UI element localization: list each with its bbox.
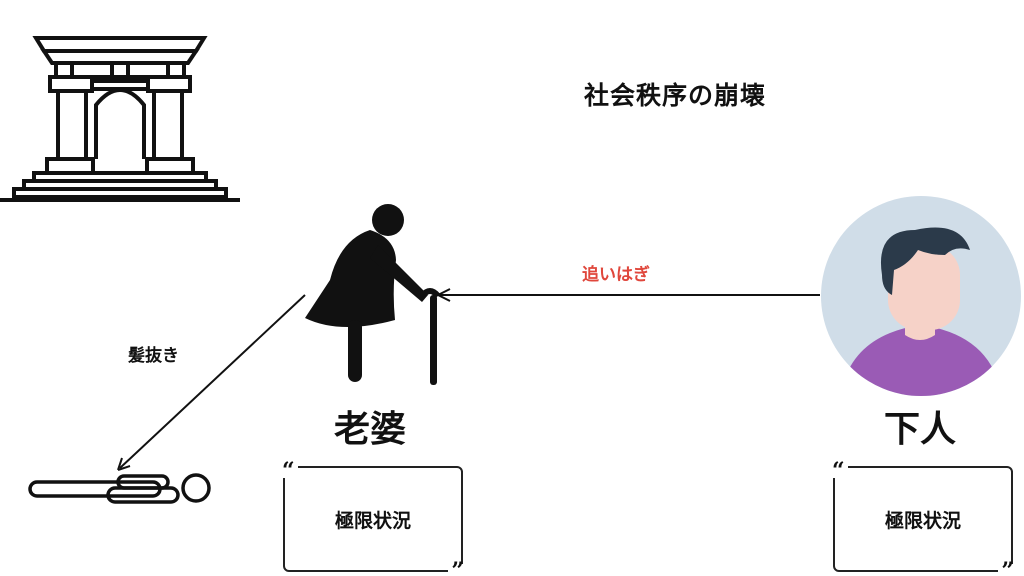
- hair-pulling-label: 髪抜き: [128, 346, 179, 366]
- old-woman-quote-box: “ 極限状況 ”: [279, 460, 467, 576]
- old-woman-label: 老婆: [333, 408, 406, 450]
- corpse-icon: [28, 473, 211, 504]
- servant-avatar: [821, 196, 1021, 396]
- open-quote-icon: “: [279, 460, 298, 482]
- open-quote-icon: “: [829, 460, 848, 482]
- old-woman-quote-text: 極限状況: [334, 510, 411, 532]
- diagram-title: 社会秩序の崩壊: [583, 81, 766, 110]
- rashomon-gate-icon: [0, 36, 240, 202]
- robbery-label: 追いはぎ: [582, 265, 650, 285]
- servant-quote-box: “ 極限状況 ”: [829, 460, 1017, 576]
- close-quote-icon: ”: [448, 560, 467, 576]
- servant-label: 下人: [883, 408, 956, 450]
- hair-pulling-arrow: [117, 294, 306, 471]
- close-quote-icon: ”: [998, 560, 1017, 576]
- old-woman-icon: [305, 204, 441, 385]
- robbery-arrow: [437, 288, 820, 302]
- servant-quote-text: 極限状況: [884, 510, 961, 532]
